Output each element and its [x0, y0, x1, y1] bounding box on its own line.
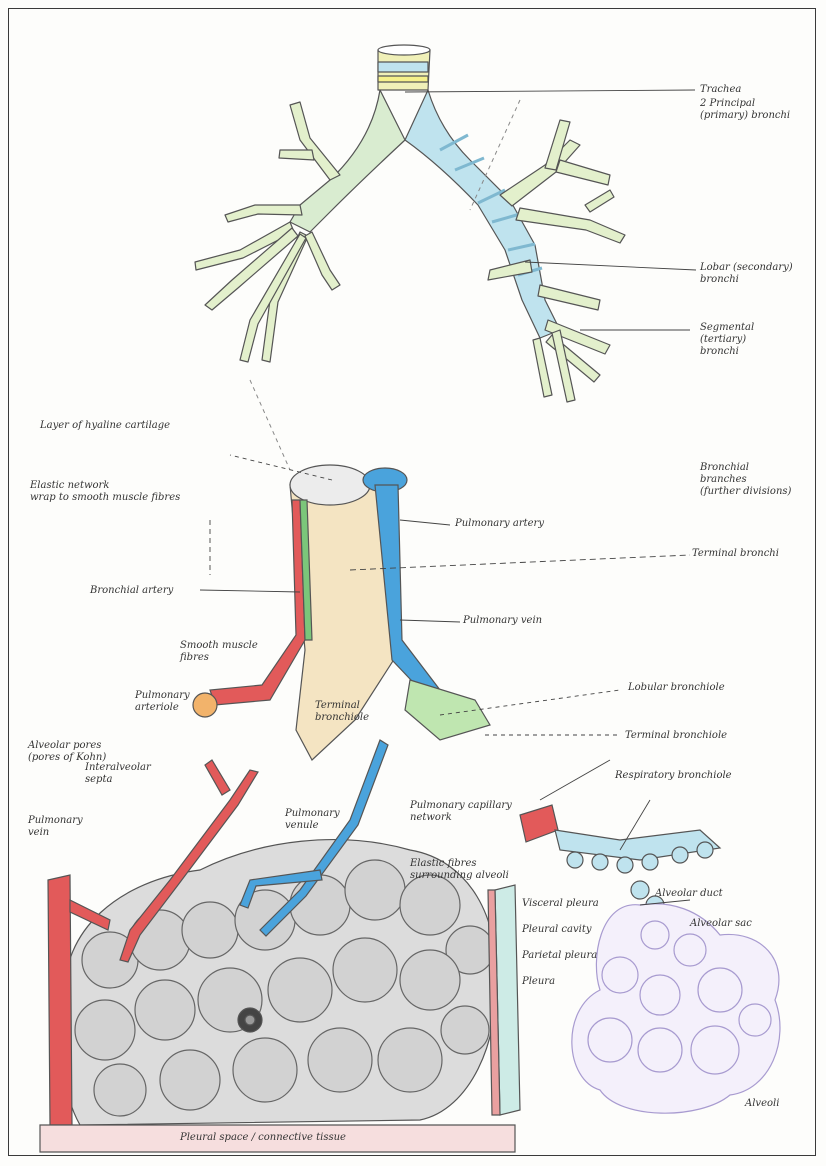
alveolar-sac: [572, 904, 780, 1113]
label-pulmonary-artery: Pulmonary artery: [455, 518, 544, 530]
bronchiole-opening: [290, 465, 370, 505]
label-alveolar-duct: Alveolar duct: [655, 888, 723, 900]
label-pleural-cavity: Pleural cavity: [522, 924, 591, 936]
label-terminal-bronchi: Terminal bronchi: [692, 548, 779, 560]
label-vein-bottom: Pulmonary vein: [28, 815, 83, 839]
dark-alveolus-core: [245, 1015, 255, 1025]
label-smooth-muscle: Smooth muscle fibres: [180, 640, 258, 664]
trachea-opening: [378, 45, 430, 55]
label-terminal-bronchiole-inner: Terminal bronchiole: [315, 700, 369, 724]
label-pleura: Pleura: [522, 976, 555, 988]
left-main-bronchus: [290, 90, 405, 232]
label-interalveolar-septa: Interalveolar septa: [85, 762, 151, 786]
right-lower-branch: [533, 338, 552, 397]
bronchial-tree: [195, 45, 625, 402]
trachea-ring: [378, 76, 428, 82]
label-alveolar-sac: Alveolar sac: [690, 918, 752, 930]
left-branch: [225, 205, 302, 222]
left-branch: [279, 150, 314, 160]
trachea-ring: [378, 62, 428, 72]
label-bronchial-branches: Bronchial branches (further divisions): [700, 462, 791, 498]
left-vessel: [48, 875, 72, 1125]
label-pulmonary-vein: Pulmonary vein: [463, 615, 542, 627]
label-trachea: Trachea: [700, 84, 741, 96]
label-lobular-bronchiole: Lobular bronchiole: [628, 682, 725, 694]
label-venule: Pulmonary venule: [285, 808, 340, 832]
label-segmental-bronchi: Segmental (tertiary) bronchi: [700, 322, 754, 358]
label-principal-bronchi: 2 Principal (primary) bronchi: [700, 98, 790, 122]
label-alveoli: Alveoli: [745, 1098, 779, 1110]
label-elastic-fibres: Elastic fibres surrounding alveoli: [410, 858, 509, 882]
label-visceral-pleura: Visceral pleura: [522, 898, 599, 910]
lobular-bronchiole: [405, 680, 490, 740]
label-parietal-pleura: Parietal pleura: [522, 950, 597, 962]
right-upper-branch: [556, 160, 610, 185]
label-bottom-band: Pleural space / connective tissue: [180, 1132, 346, 1144]
label-alveolar-pores: Alveolar pores (pores of Kohn): [28, 740, 106, 764]
label-bronchial-artery: Bronchial artery: [90, 585, 173, 597]
right-upper-branch: [516, 208, 625, 243]
label-capillary-network: Pulmonary capillary network: [410, 800, 512, 824]
artery-end: [193, 693, 217, 717]
label-cartilage-ring: Layer of hyaline cartilage: [40, 420, 170, 432]
pulmonary-artery: [210, 500, 305, 705]
label-terminal-bronchiole: Terminal bronchiole: [625, 730, 727, 742]
respiratory-bronchiole-segment: [520, 805, 558, 842]
left-branch: [305, 232, 340, 290]
label-respiratory-bronchiole: Respiratory bronchiole: [615, 770, 732, 782]
label-pulmonary-arteriole: Pulmonary arteriole: [135, 690, 190, 714]
label-lobar-bronchi: Lobar (secondary) bronchi: [700, 262, 793, 286]
label-elastic-network: Elastic network wrap to smooth muscle fi…: [30, 480, 180, 504]
right-upper-branch: [585, 190, 614, 212]
left-branch: [290, 102, 340, 180]
arteriole-branch: [205, 760, 230, 795]
